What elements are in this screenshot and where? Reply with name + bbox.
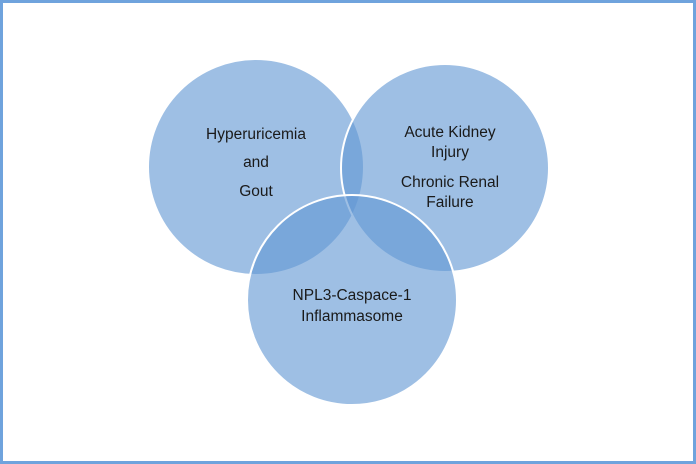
label-inflammasome: Inflammasome — [301, 308, 403, 325]
label-hyperuricemia: Hyperuricemia — [206, 126, 306, 143]
circle-inflammasome — [246, 194, 458, 406]
label-failure: Failure — [426, 194, 473, 211]
label-chronic-renal: Chronic Renal — [401, 174, 499, 191]
label-npl3-caspace: NPL3-Caspace-1 — [293, 287, 412, 304]
label-and: and — [243, 154, 269, 171]
label-injury: Injury — [431, 144, 469, 161]
label-acute-kidney: Acute Kidney — [404, 124, 496, 141]
label-gout: Gout — [239, 183, 273, 200]
